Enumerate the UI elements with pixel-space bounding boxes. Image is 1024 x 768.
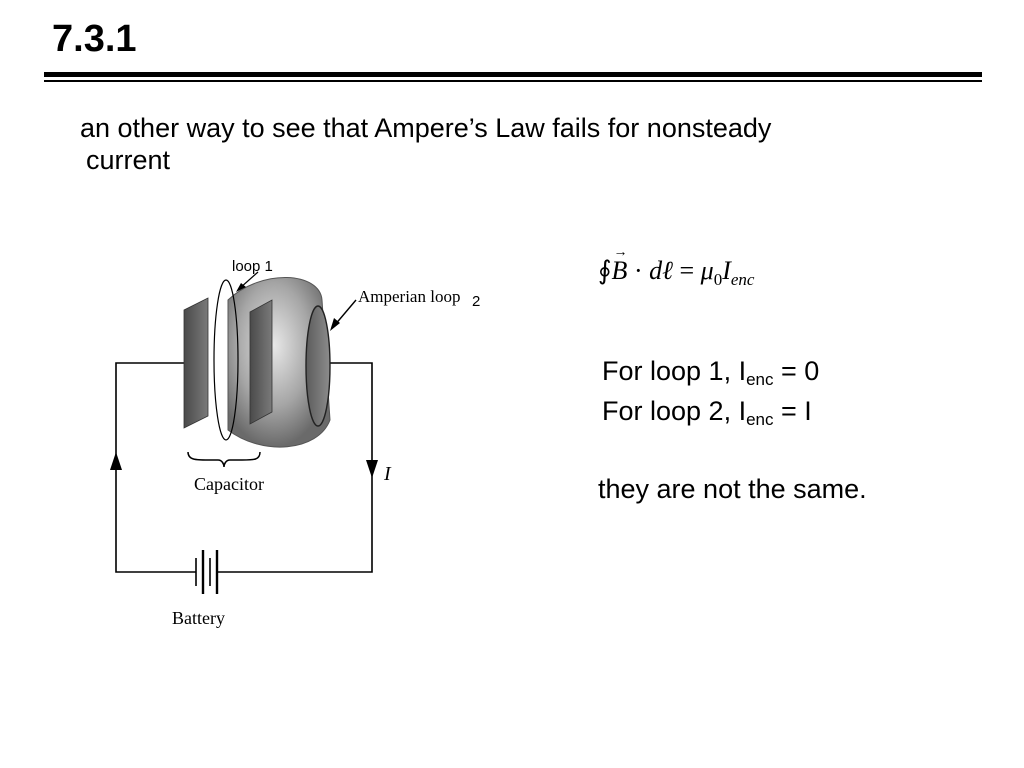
title-rule-thin — [44, 80, 982, 82]
battery-symbol — [195, 550, 219, 594]
intro-line-2: current — [86, 145, 171, 175]
loop-1-prefix: For loop 1, I — [602, 356, 747, 386]
loop-1-pointer-head — [236, 283, 246, 292]
loop-2-statement: For loop 2, Ienc = I — [602, 396, 812, 429]
line-element: dℓ — [649, 256, 673, 285]
field-vector: B — [612, 246, 628, 284]
closed-integral-symbol: ∮ — [598, 256, 612, 285]
dot-operator: · — [633, 256, 643, 285]
battery-label: Battery — [172, 608, 225, 628]
capacitor-label: Capacitor — [194, 474, 264, 494]
capacitor-plate-left — [183, 297, 209, 429]
capacitor-plate-right — [249, 299, 273, 425]
mu-subscript: 0 — [713, 270, 723, 289]
slide-title: 7.3.1 — [52, 18, 137, 60]
loop-2-number: 2 — [472, 293, 480, 310]
amperian-loop-pointer-head — [330, 318, 340, 331]
loop-2-prefix: For loop 2, I — [602, 396, 747, 426]
loop-1-value: = 0 — [773, 356, 820, 386]
enclosed-current-subscript: enc — [730, 270, 755, 289]
ampere-law-equation: ∮B · dℓ = μ0Ienc — [598, 246, 755, 289]
current-arrow-right — [366, 460, 378, 478]
intro-line-1: an other way to see that Ampere’s Law fa… — [80, 113, 772, 143]
mu-symbol: μ — [700, 256, 714, 285]
capacitor-circuit-figure: loop 1 Amperian loop 2 I Capacitor Batte… — [110, 258, 480, 628]
loop-2-value: = I — [773, 396, 812, 426]
amperian-loop-label: Amperian loop — [358, 287, 460, 306]
conclusion-text: they are not the same. — [598, 474, 867, 504]
capacitor-brace — [187, 451, 261, 468]
loop-1-label: loop 1 — [232, 258, 273, 275]
title-rule-thick — [44, 72, 982, 77]
intro-text: an other way to see that Ampere’s Law fa… — [80, 112, 980, 176]
current-arrow-left — [110, 452, 122, 470]
enclosed-current: I — [722, 256, 731, 285]
loop-1-subscript: enc — [746, 370, 774, 389]
loop-2-subscript: enc — [746, 410, 774, 429]
loop-1-ellipse — [213, 279, 239, 441]
equals-sign: = — [679, 256, 695, 285]
loop-1-statement: For loop 1, Ienc = 0 — [602, 356, 820, 389]
current-label: I — [383, 463, 392, 485]
amperian-loop-2-disc — [305, 305, 331, 427]
